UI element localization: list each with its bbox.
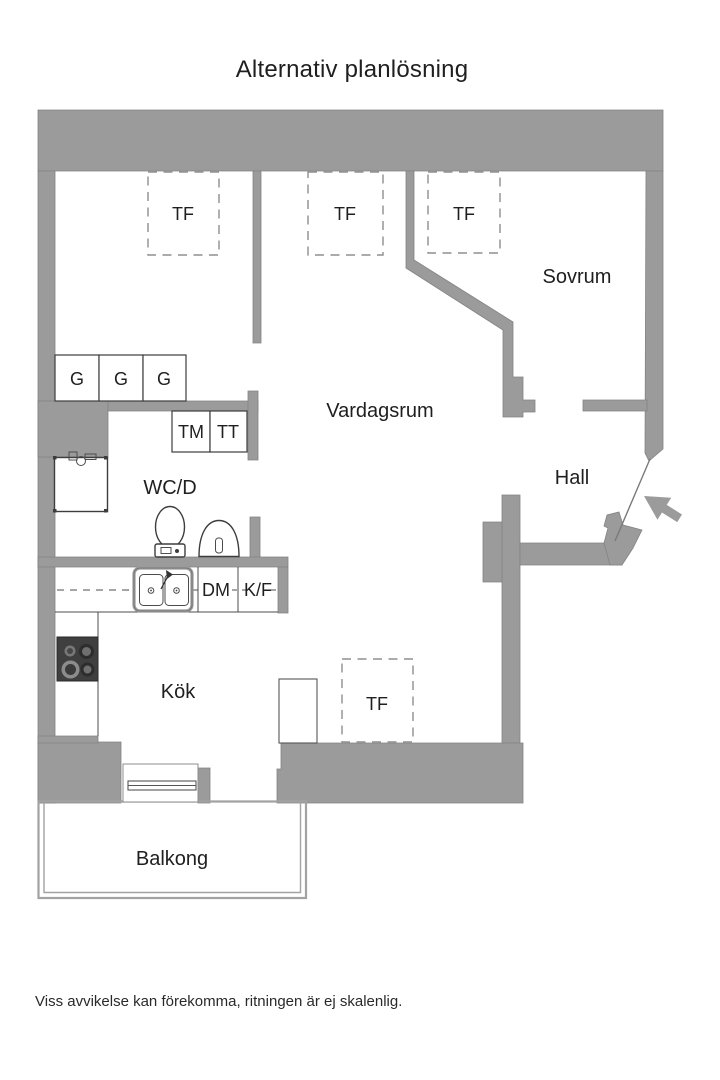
wall-hall-left bbox=[501, 494, 521, 744]
sink-drain-left-dot bbox=[150, 589, 152, 592]
toilet-tank bbox=[154, 543, 186, 558]
tf-label-sovrum: TF bbox=[453, 204, 475, 224]
kitchen-fixtures: DM K/F bbox=[55, 566, 278, 736]
livingroom-cabinet bbox=[278, 678, 318, 744]
wall-wcd-right-lower bbox=[249, 516, 261, 564]
wall-livingroom-divider-diagonal bbox=[405, 170, 536, 418]
wardrobes: G G G bbox=[54, 354, 187, 402]
tf-zone-living-top bbox=[307, 171, 384, 256]
sink-drain-right bbox=[173, 587, 180, 594]
room-label-balkong: Balkong bbox=[136, 848, 208, 870]
entry-arrow-icon bbox=[644, 496, 683, 523]
toilet-tank-lid bbox=[160, 547, 172, 554]
sink-drain-left bbox=[147, 587, 155, 594]
entry-door-leaf-line bbox=[614, 458, 651, 542]
entry-door bbox=[614, 458, 683, 542]
wall-kf-right bbox=[277, 566, 289, 614]
balcony-door bbox=[122, 763, 199, 803]
room-label-sovrum: Sovrum bbox=[543, 266, 612, 288]
sink-icon bbox=[132, 566, 194, 613]
balcony bbox=[37, 800, 308, 900]
wardrobe-1 bbox=[54, 354, 100, 402]
burner-3-inner bbox=[65, 664, 76, 675]
stove-icon bbox=[56, 636, 99, 682]
bathroom-fixtures bbox=[53, 451, 240, 558]
disclaimer-text: Viss avvikelse kan förekomma, ritningen … bbox=[35, 993, 403, 1010]
wall-right bbox=[644, 170, 664, 462]
sink-basin-left bbox=[139, 574, 164, 606]
vanity-corner-4 bbox=[104, 509, 108, 513]
burner-1-inner bbox=[67, 648, 73, 654]
wall-entry-hook bbox=[603, 511, 643, 566]
toilet-icon bbox=[154, 505, 186, 558]
dryer-label: TT bbox=[217, 422, 239, 442]
balcony-inner-rail bbox=[43, 801, 302, 894]
wall-left-chunk bbox=[37, 400, 109, 458]
vanity-corner-1 bbox=[53, 456, 57, 460]
fridge-freezer-label: K/F bbox=[244, 580, 272, 600]
wall-left bbox=[37, 170, 56, 804]
room-label-vardagsrum: Vardagsrum bbox=[326, 400, 433, 422]
wall-bottom-kitchen-left bbox=[37, 741, 122, 804]
wall-hall-left-wide bbox=[482, 521, 503, 583]
faucet-icon bbox=[68, 451, 97, 466]
sink-outline bbox=[133, 567, 193, 612]
washer-label: TM bbox=[178, 422, 204, 442]
toilet-flush-button bbox=[175, 549, 179, 553]
wardrobe-2-label: G bbox=[114, 369, 128, 389]
laundry-units: TM TT bbox=[171, 410, 248, 453]
wall-kitchen-top bbox=[37, 556, 289, 568]
balcony-outer-rail bbox=[37, 800, 308, 900]
vanity-box bbox=[53, 456, 109, 513]
wall-bottom-kitchen-upper-step bbox=[37, 735, 99, 744]
washbasin-icon bbox=[198, 519, 240, 558]
dryer-box bbox=[209, 410, 248, 453]
toilet-bowl bbox=[154, 505, 186, 549]
sink-tap-arrow bbox=[166, 570, 173, 579]
page-title: Alternativ planlösning bbox=[235, 56, 469, 83]
room-labels: Sovrum Vardagsrum Hall WC/D Kök Balkong bbox=[136, 266, 612, 870]
sink-basin-right bbox=[164, 574, 189, 606]
wardrobe-1-label: G bbox=[70, 369, 84, 389]
dishwasher-label: DM bbox=[202, 580, 230, 600]
wardrobe-3-label: G bbox=[157, 369, 171, 389]
tf-zone-living-bottom bbox=[341, 658, 414, 743]
tf-zones: TF TF TF TF bbox=[147, 171, 501, 743]
tf-zone-nw bbox=[147, 171, 220, 256]
room-label-wcd: WC/D bbox=[143, 477, 196, 499]
burner-4-inner bbox=[83, 665, 92, 674]
tf-zone-sovrum bbox=[427, 171, 501, 254]
wall-tmtt-stub bbox=[247, 390, 259, 461]
room-label-hall: Hall bbox=[555, 467, 589, 489]
tf-label-living-bottom: TF bbox=[366, 694, 388, 714]
burner-2-inner bbox=[82, 647, 91, 656]
wall-bottom-livingroom bbox=[276, 742, 524, 804]
tf-label-living-top: TF bbox=[334, 204, 356, 224]
room-label-kok: Kök bbox=[161, 681, 196, 703]
wardrobe-3 bbox=[142, 354, 187, 402]
sink-drain-right-dot bbox=[175, 589, 178, 592]
tf-label-nw: TF bbox=[172, 204, 194, 224]
wall-sovrum-stub bbox=[582, 399, 648, 412]
washer-box bbox=[171, 410, 211, 453]
faucet-spout bbox=[84, 453, 97, 460]
wall-balcony-door-post bbox=[197, 767, 211, 804]
faucet-handle-left bbox=[68, 451, 78, 461]
wall-top bbox=[37, 109, 664, 172]
vanity-corner-3 bbox=[53, 509, 57, 513]
washbasin-tap bbox=[215, 537, 223, 554]
faucet-knob bbox=[76, 456, 86, 466]
walls bbox=[37, 109, 664, 804]
wall-nw-room-divider bbox=[252, 170, 262, 344]
vanity-corner-2 bbox=[104, 456, 108, 460]
